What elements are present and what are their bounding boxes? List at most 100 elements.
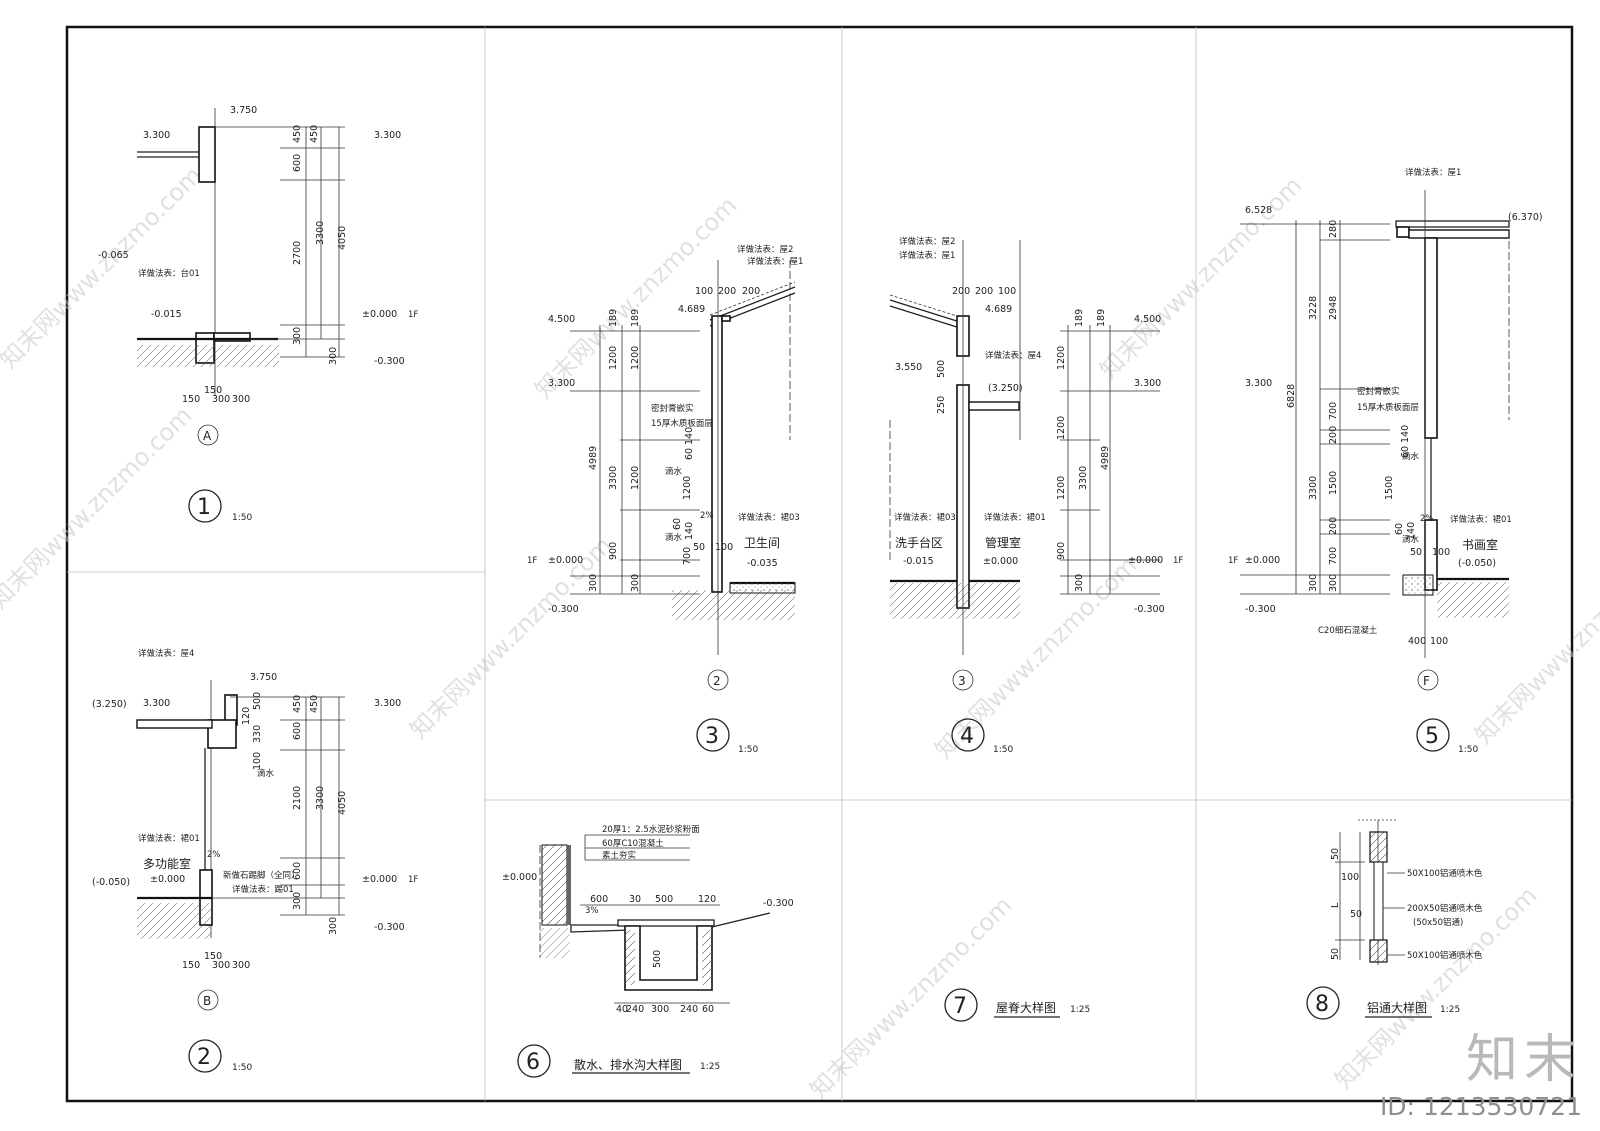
level-mark: 4.689 <box>985 304 1012 315</box>
floor-tag: 1F <box>1173 556 1183 566</box>
dim-text: 300 <box>232 394 250 405</box>
watermark-text: 知末网www.znzmo.com <box>804 891 1017 1104</box>
room-label: 书画室 <box>1462 537 1498 552</box>
drip-label: 滴水 <box>665 532 683 543</box>
level-mark: -0.300 <box>1245 604 1276 615</box>
dim-text: 140 <box>684 522 695 540</box>
dim-text: 140 <box>1400 425 1411 443</box>
dim-text: 900 <box>608 542 619 560</box>
dim-text: 300 <box>588 574 599 592</box>
note-text: C20细石混凝土 <box>1318 625 1378 636</box>
dim-text: 100 <box>252 752 263 770</box>
note-text: 素土夯实 <box>602 850 636 861</box>
note-text: 200X50铝通喷木色 <box>1407 903 1483 914</box>
detail-number: 3 <box>705 724 719 749</box>
level-mark: 3.750 <box>230 105 257 116</box>
detail-title: 散水、排水沟大样图 <box>574 1057 682 1072</box>
level-mark: 3.300 <box>1134 378 1161 389</box>
level-mark: -0.300 <box>374 356 405 367</box>
dim-text: 1500 <box>1384 476 1395 500</box>
dim-text: 700 <box>1328 402 1339 420</box>
level-mark: ±0.000 <box>502 872 537 883</box>
dim-text: 300 <box>630 574 641 592</box>
note-text: 详做法表：裙03 <box>894 512 956 523</box>
detail-number: 8 <box>1315 992 1329 1017</box>
dim-text: 280 <box>1328 220 1339 238</box>
dim-text: 300 <box>651 1004 669 1015</box>
level-mark: 3.300 <box>548 378 575 389</box>
note-text: 详做法表：裙01 <box>1450 514 1512 525</box>
slope-text: 3% <box>585 906 599 916</box>
floor-tag: 1F <box>408 310 418 320</box>
watermark-text: 知末网www.znzmo.com <box>1094 171 1307 384</box>
drip-label: 滴水 <box>1402 451 1420 462</box>
dim-text: 50 <box>693 542 705 553</box>
panel-dividers <box>67 27 1572 1101</box>
note-text: 详做法表：屋1 <box>747 256 803 267</box>
dim-text: 450 <box>309 695 320 713</box>
note-text: 密封膏嵌实 <box>651 403 694 414</box>
note-text: 15厚木质板面层 <box>651 418 713 429</box>
room-label: 管理室 <box>985 535 1021 550</box>
dim-text: 300 <box>328 347 339 365</box>
drip-label: 滴水 <box>665 466 683 477</box>
dim-text: 300 <box>1074 574 1085 592</box>
dim-text: 189 <box>608 309 619 327</box>
scale-text: 1:50 <box>232 513 252 523</box>
dim-text: 1500 <box>1328 471 1339 495</box>
detail-number: 6 <box>526 1050 540 1075</box>
detail-number: 5 <box>1425 724 1439 749</box>
dim-text: 700 <box>682 547 693 565</box>
dim-text: 120 <box>698 894 716 905</box>
dim-text: 200 <box>1328 426 1339 444</box>
dim-text: 120 <box>241 707 252 725</box>
level-mark: 3.550 <box>895 362 922 373</box>
dim-text: 189 <box>1096 309 1107 327</box>
axis-label: 3 <box>958 674 966 688</box>
level-mark: -0.015 <box>151 309 182 320</box>
dim-text: 200 <box>718 286 736 297</box>
level-mark: ±0.000 <box>983 556 1018 567</box>
note-text: 新做石踢脚（全同） <box>223 870 300 881</box>
level-mark: 3.300 <box>374 130 401 141</box>
scale-text: 1:25 <box>700 1062 720 1072</box>
dim-text: 300 <box>292 327 303 345</box>
dim-text: 50 <box>1410 547 1422 558</box>
dim-text: 330 <box>252 725 263 743</box>
dim-text: 400 <box>1408 636 1426 647</box>
dim-text: 100 <box>715 542 733 553</box>
dim-text: 140 <box>1406 522 1417 540</box>
level-mark: ±0.000 <box>362 309 397 320</box>
dim-text: 4050 <box>337 226 348 250</box>
dim-text: 60 <box>702 1004 714 1015</box>
dim-text: 3300 <box>315 221 326 245</box>
dim-text: 189 <box>630 309 641 327</box>
dim-text: 50 <box>1350 909 1362 920</box>
note-text: 50X100铝通喷木色 <box>1407 868 1483 879</box>
level-mark: 4.689 <box>678 304 705 315</box>
dim-text: 30 <box>629 894 641 905</box>
note-text: 60厚C10混凝土 <box>602 838 664 849</box>
floor-tag: 1F <box>527 556 537 566</box>
floor-tag: 1F <box>1228 556 1238 566</box>
dim-text: 600 <box>292 862 303 880</box>
dim-text: 450 <box>309 125 320 143</box>
level-mark: (-0.050) <box>1458 558 1496 569</box>
brand-logo: 知末 <box>1465 1030 1582 1090</box>
dim-text: 3300 <box>1078 466 1089 490</box>
slope-text: 2% <box>207 850 221 860</box>
dim-text: 1200 <box>1056 476 1067 500</box>
note-text: (50x50铝通) <box>1413 917 1463 928</box>
detail-title: 铝通大样图 <box>1367 1000 1427 1015</box>
level-mark: ±0.000 <box>362 874 397 885</box>
dim-text: 700 <box>1328 547 1339 565</box>
detail-8: 50 100 50 L 50 50X100铝通喷木色 200X50铝通喷木色 (… <box>1306 819 1483 1020</box>
detail-7: 7 屋脊大样图 1:25 <box>944 988 1090 1022</box>
level-mark: 3.300 <box>143 698 170 709</box>
note-text: 详做法表：裙03 <box>738 512 800 523</box>
dim-text: 1200 <box>1056 416 1067 440</box>
dim-text: 450 <box>292 695 303 713</box>
dim-text: 100 <box>998 286 1016 297</box>
dim-text: 40 <box>616 1004 628 1015</box>
